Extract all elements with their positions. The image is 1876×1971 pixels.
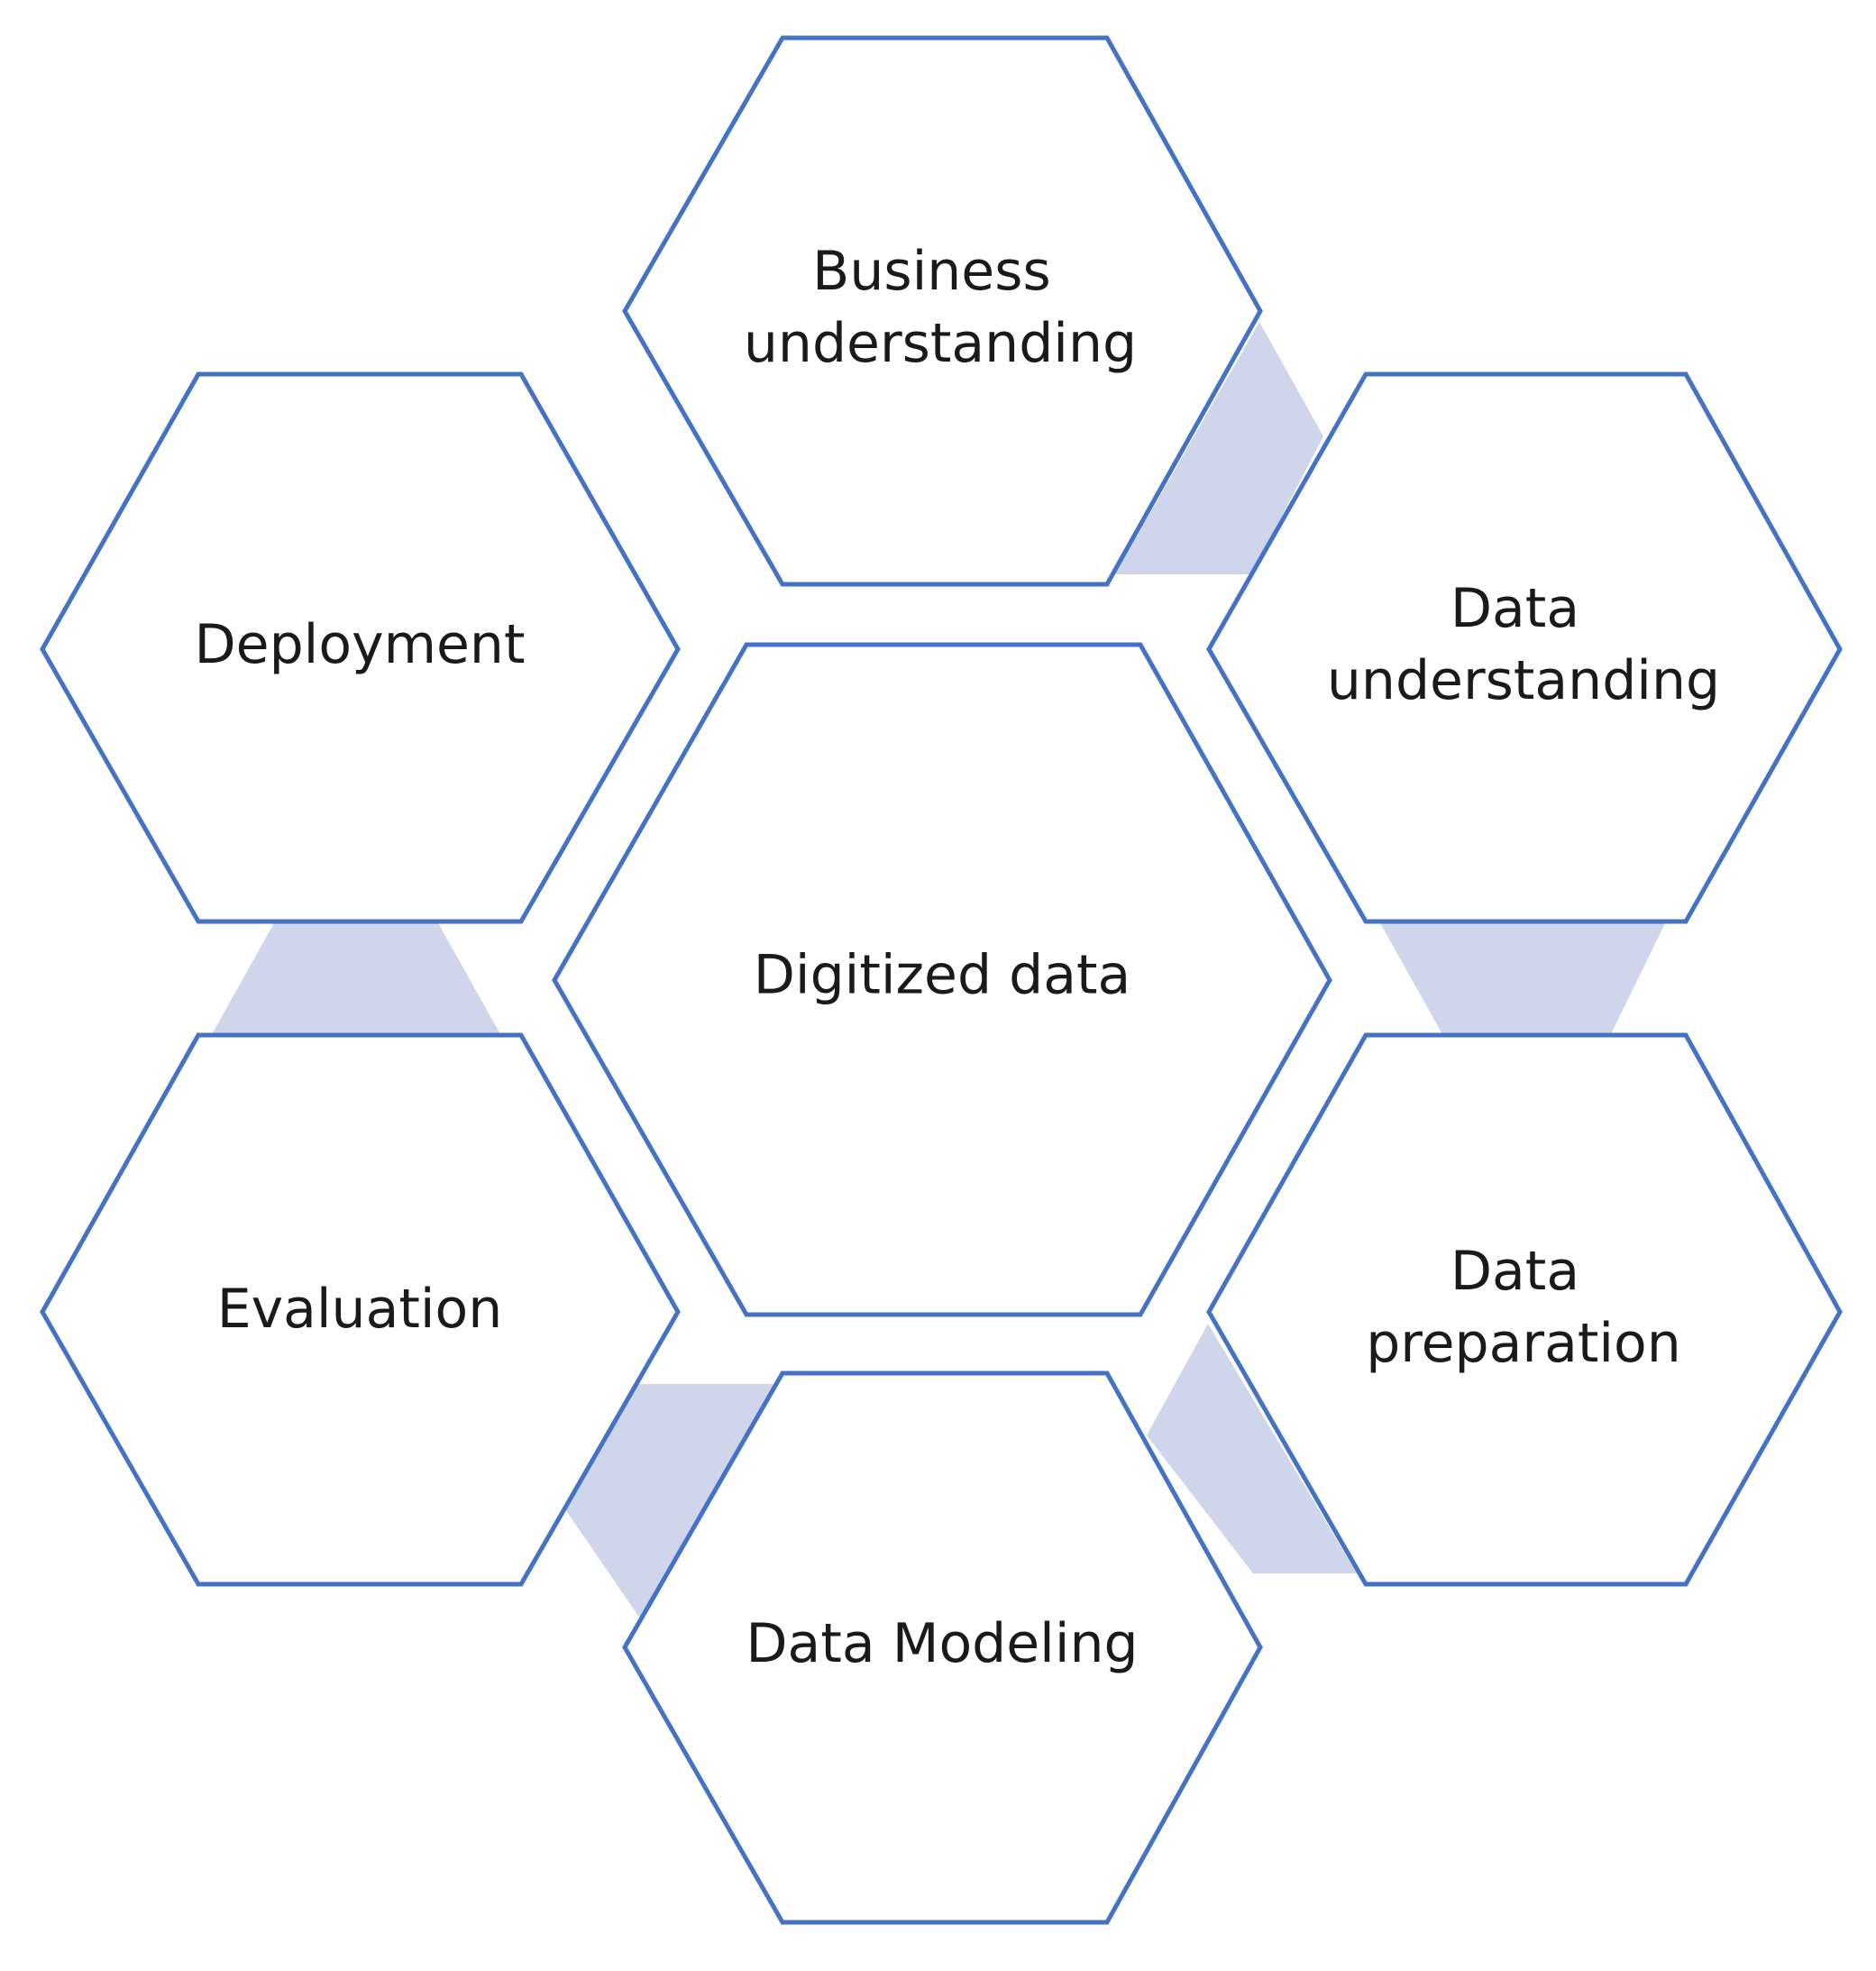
- stage-label-evaluation: Evaluation: [217, 1278, 503, 1341]
- stage-evaluation: Evaluation: [40, 1032, 681, 1587]
- stage-deployment: Deployment: [40, 371, 681, 924]
- stage-label-data-understanding: Data understanding: [1327, 577, 1720, 712]
- connector-evaluation-to-deployment: [212, 921, 500, 1034]
- stage-business-understanding: Business understanding: [622, 35, 1263, 587]
- connectors: [212, 322, 1666, 1630]
- hexagon-business-understanding: [622, 35, 1263, 587]
- connector-preparation-to-modeling: [1147, 1324, 1357, 1573]
- stage-label-line: Deployment: [194, 613, 525, 676]
- stage-label-line: Data: [1450, 1240, 1579, 1303]
- stage-label-line: Business: [812, 240, 1051, 303]
- stage-label-data-modeling: Data Modeling: [746, 1612, 1138, 1675]
- hexagon-deployment: [40, 371, 681, 924]
- connector-modeling-to-evaluation: [565, 1384, 777, 1630]
- stage-label-business-understanding: Business understanding: [744, 240, 1137, 375]
- stage-data-preparation: Data preparation: [1206, 1032, 1843, 1587]
- stage-label-line: understanding: [744, 312, 1137, 375]
- stage-label-deployment: Deployment: [194, 613, 525, 676]
- connector-business-to-data-understanding: [1115, 322, 1323, 574]
- center-hub: Digitized data: [552, 642, 1332, 1317]
- hexagon-digitized-data: [552, 642, 1332, 1317]
- stage-data-modeling: Data Modeling: [622, 1371, 1263, 1925]
- hexagon-data-modeling: [622, 1371, 1263, 1925]
- stage-data-understanding: Data understanding: [1206, 371, 1843, 924]
- stage-label-line: preparation: [1366, 1312, 1681, 1375]
- hexagon-data-preparation: [1206, 1032, 1843, 1587]
- hexagon-evaluation: [40, 1032, 681, 1587]
- center-label-digitized-data: Digitized data: [754, 944, 1131, 1007]
- stage-label-line: Data: [1450, 577, 1579, 640]
- stage-label-line: Data Modeling: [746, 1612, 1138, 1675]
- stage-label-line: understanding: [1327, 649, 1720, 712]
- connector-data-understanding-to-preparation: [1379, 921, 1666, 1034]
- stage-label-line: Evaluation: [217, 1278, 503, 1341]
- hexagon-data-understanding: [1206, 371, 1843, 924]
- stage-label-data-preparation: Data preparation: [1366, 1240, 1681, 1375]
